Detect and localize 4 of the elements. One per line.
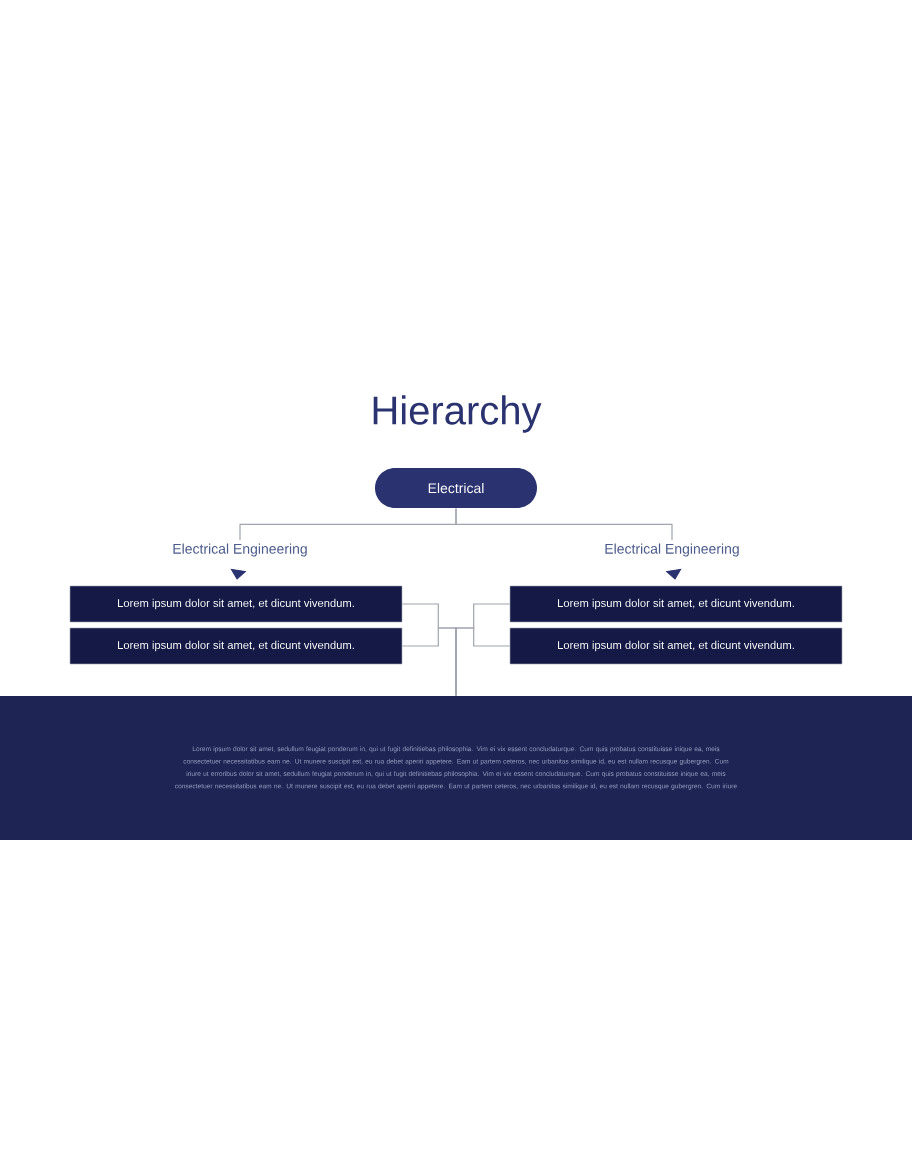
title: Hierarchy [373, 395, 542, 433]
arrow [230, 568, 247, 580]
connector-line [455, 507, 673, 541]
connector-line [455, 627, 511, 697]
